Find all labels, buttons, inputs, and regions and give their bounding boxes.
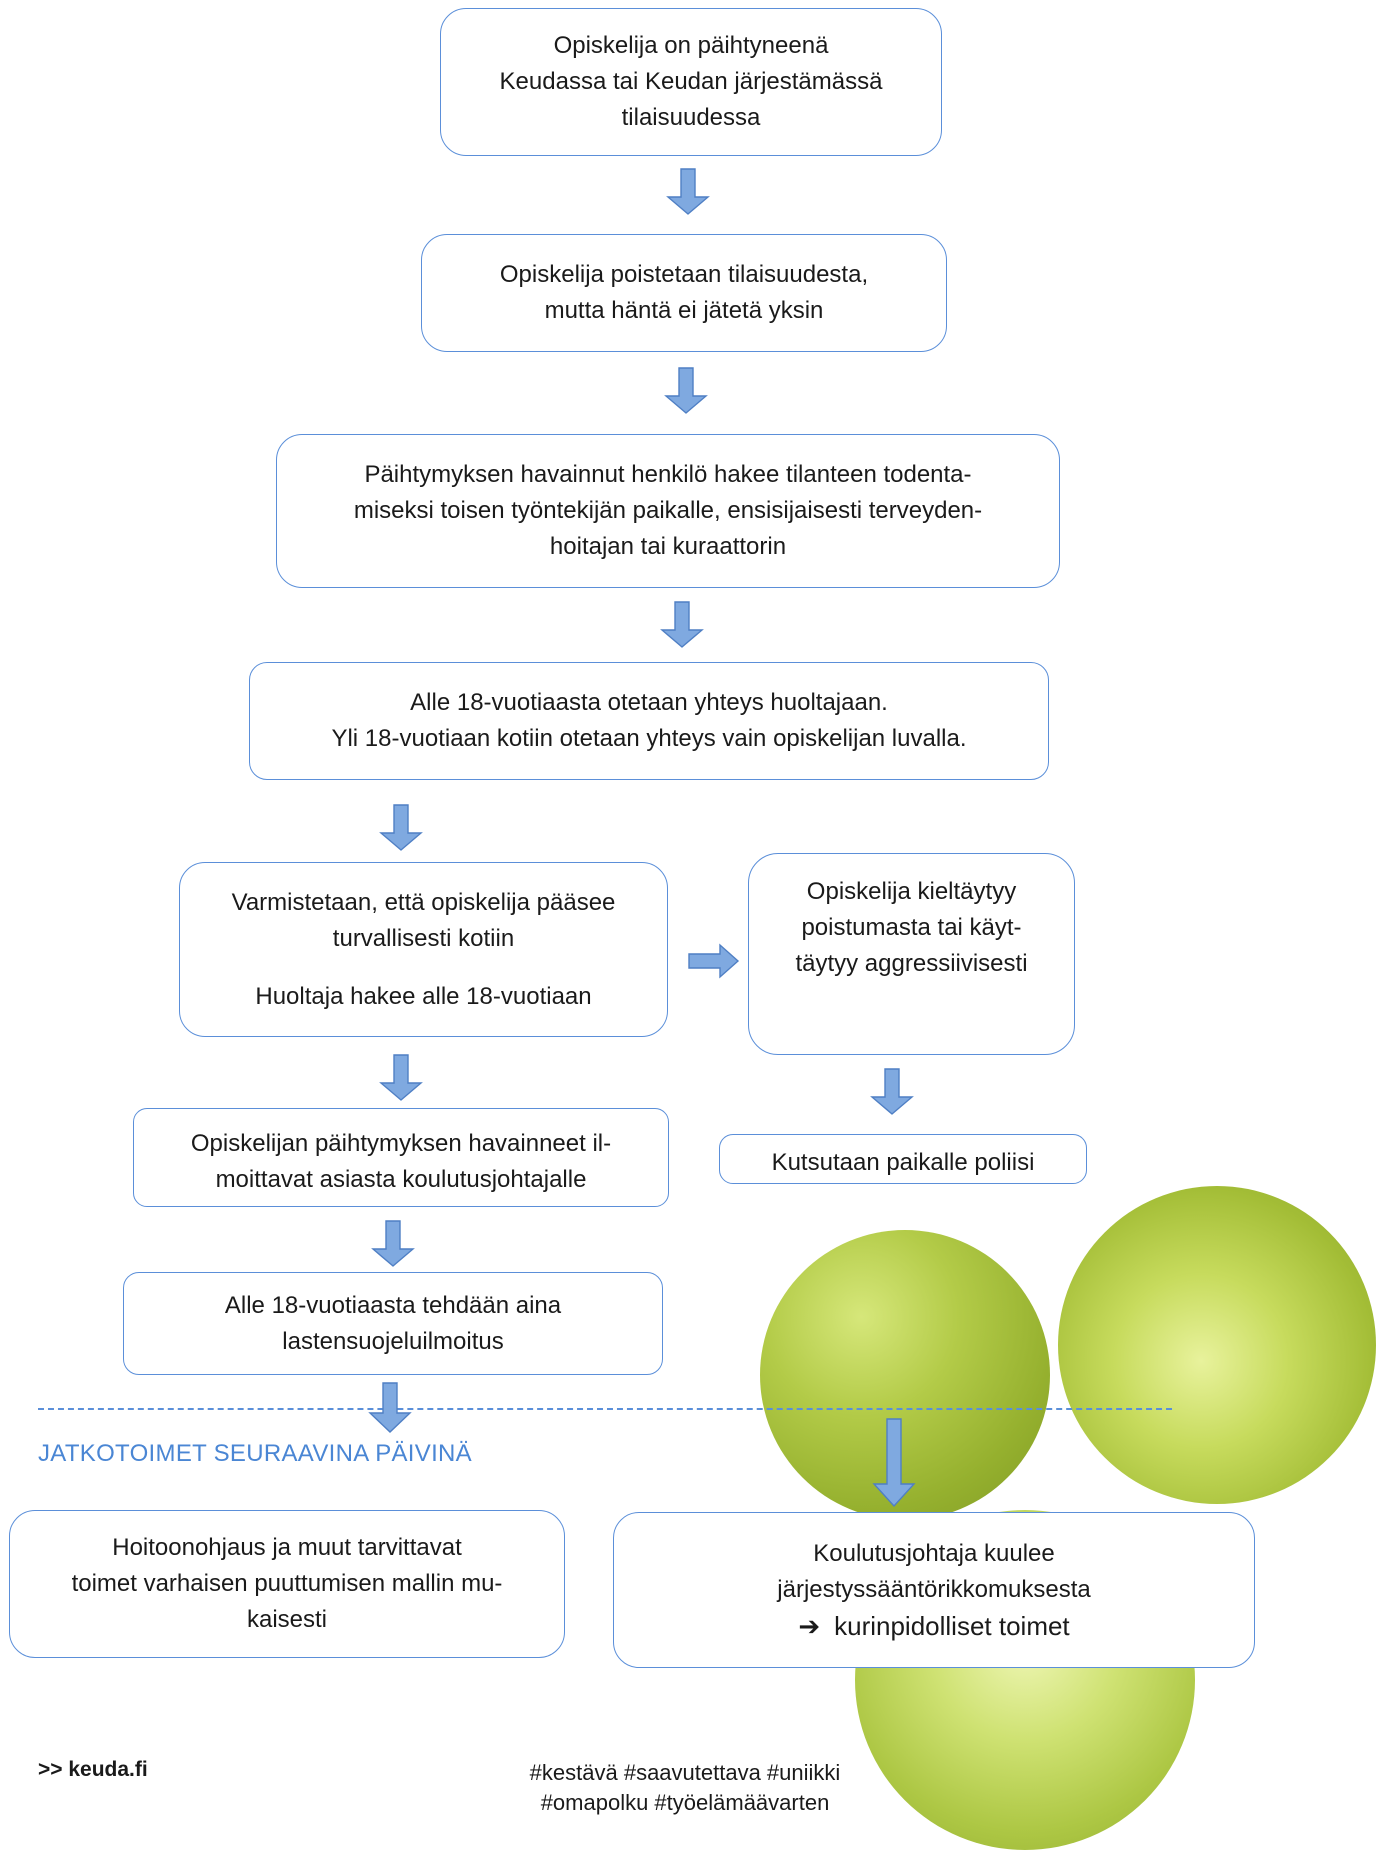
- step-contact-guardian: Alle 18-vuotiaasta otetaan yhteys huolta…: [249, 662, 1049, 780]
- down-arrow-icon: [870, 1068, 914, 1115]
- disciplinary-action-text: kurinpidolliset toimet: [834, 1611, 1070, 1641]
- step-text-line: poistumasta tai käyt-: [801, 914, 1022, 941]
- step-student-refuses: Opiskelija kieltäytyy poistumasta tai kä…: [748, 853, 1075, 1055]
- step-text-line: moittavat asiasta koulutusjohtajalle: [215, 1166, 587, 1193]
- step-text-line: Koulutusjohtaja kuulee: [813, 1540, 1055, 1567]
- disciplinary-action-line: ➔ kurinpidolliset toimet: [798, 1608, 1069, 1644]
- step-text-line: Hoitoonohjaus ja muut tarvittavat: [112, 1534, 462, 1561]
- down-arrow-icon: [368, 1382, 412, 1433]
- step-notify-education-director: Opiskelijan päihtymyksen havainneet il- …: [133, 1108, 669, 1207]
- step-text-line: täytyy aggressiivisesti: [795, 950, 1028, 977]
- down-arrow-icon: [660, 601, 704, 648]
- decorative-green-bubble-2: [1058, 1186, 1376, 1504]
- step-text-line: Opiskelija poistetaan tilaisuudesta,: [499, 261, 869, 288]
- step-text-line: Alle 18-vuotiaasta otetaan yhteys huolta…: [410, 689, 888, 716]
- footer-website-link[interactable]: >> keuda.fi: [38, 1758, 148, 1781]
- step-text-line: miseksi toisen työntekijän paikalle, ens…: [353, 497, 983, 524]
- step-text-line: järjestyssääntörikkomuksesta: [777, 1576, 1091, 1603]
- step-text-line: mutta häntä ei jätetä yksin: [544, 297, 824, 324]
- step-remove-from-event: Opiskelija poistetaan tilaisuudesta, mut…: [421, 234, 947, 352]
- step-text-line: Yli 18-vuotiaan kotiin otetaan yhteys va…: [331, 725, 967, 752]
- down-arrow-icon: [371, 1220, 415, 1267]
- followup-heading: JATKOTOIMET SEURAAVINA PÄIVINÄ: [38, 1440, 472, 1467]
- down-arrow-icon: [664, 367, 708, 414]
- step-text-line: kaisesti: [246, 1606, 328, 1633]
- step-text-line: hoitajan tai kuraattorin: [549, 533, 787, 560]
- step-text-line: tilaisuudessa: [621, 104, 761, 131]
- down-arrow-icon: [666, 168, 710, 215]
- step-student-intoxicated: Opiskelija on päihtyneenä Keudassa tai K…: [440, 8, 942, 156]
- down-arrow-icon: [379, 1054, 423, 1101]
- section-divider: [38, 1408, 1172, 1410]
- right-arrow-icon: [688, 943, 740, 979]
- followup-referral-box: Hoitoonohjaus ja muut tarvittavat toimet…: [9, 1510, 565, 1658]
- step-text-line: Kutsutaan paikalle poliisi: [771, 1149, 1035, 1176]
- step-text-line: Opiskelija on päihtyneenä: [553, 32, 829, 59]
- step-call-police: Kutsutaan paikalle poliisi: [719, 1134, 1087, 1184]
- down-arrow-icon: [379, 804, 423, 851]
- step-text-line: Opiskelijan päihtymyksen havainneet il-: [190, 1130, 612, 1157]
- decorative-green-bubble-1: [760, 1230, 1050, 1520]
- down-arrow-icon: [872, 1418, 916, 1508]
- hashtag-line: #omapolku #työelämäävarten: [540, 1790, 830, 1815]
- followup-disciplinary-box: Koulutusjohtaja kuulee järjestyssääntöri…: [613, 1512, 1255, 1668]
- step-text-line: Opiskelija kieltäytyy: [806, 878, 1017, 905]
- step-text-line: Keudassa tai Keudan järjestämässä: [499, 68, 883, 95]
- step-text-line: lastensuojeluilmoitus: [282, 1327, 504, 1355]
- step-text-line: Päihtymyksen havainnut henkilö hakee til…: [364, 461, 972, 488]
- hashtag-line: #kestävä #saavutettava #uniikki: [529, 1760, 841, 1785]
- step-verify-with-colleague: Päihtymyksen havainnut henkilö hakee til…: [276, 434, 1060, 588]
- right-arrow-icon: ➔: [798, 1611, 821, 1641]
- step-text-line: Alle 18-vuotiaasta tehdään aina: [224, 1291, 562, 1319]
- step-text-line: Varmistetaan, että opiskelija pääsee: [231, 888, 616, 916]
- step-text-line: Huoltaja hakee alle 18-vuotiaan: [255, 982, 592, 1010]
- footer-hashtags: #kestävä #saavutettava #uniikki #omapolk…: [470, 1758, 900, 1818]
- step-ensure-safe-home: Varmistetaan, että opiskelija pääsee tur…: [179, 862, 668, 1037]
- step-text-line: turvallisesti kotiin: [332, 924, 515, 952]
- step-text-line: toimet varhaisen puuttumisen mallin mu-: [71, 1570, 503, 1597]
- step-child-protection-report: Alle 18-vuotiaasta tehdään aina lastensu…: [123, 1272, 663, 1375]
